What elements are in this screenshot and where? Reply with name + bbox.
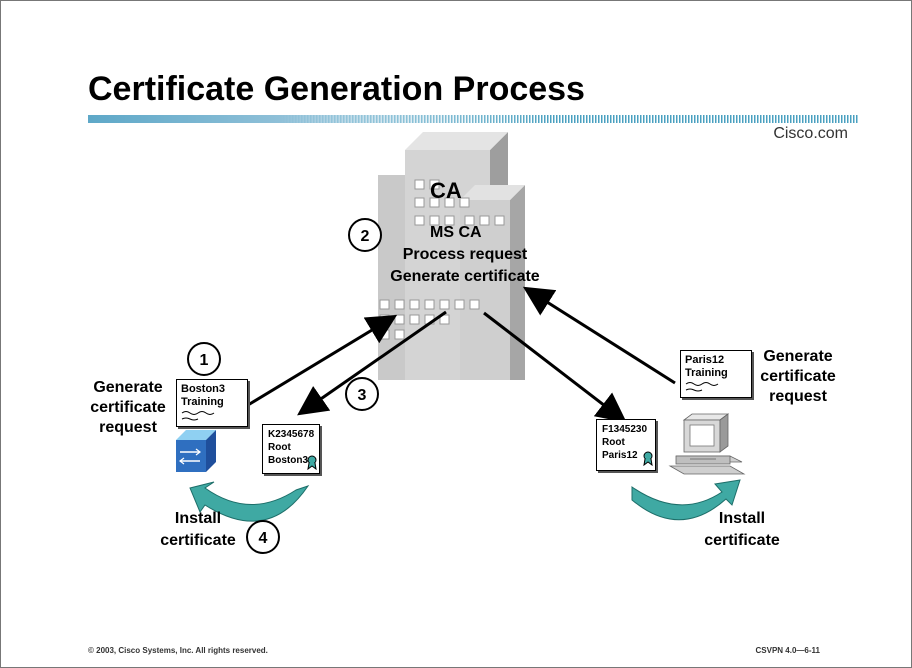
- pc-icon: [668, 413, 746, 475]
- right-request-card: Paris12 Training: [680, 350, 752, 398]
- left-generate-request-label: Generate certificate request: [90, 379, 166, 436]
- certificate-seal-icon: [643, 451, 653, 466]
- left-request-card: Boston3 Training: [176, 379, 248, 427]
- ca-action-generate: Generate certificate: [390, 268, 540, 285]
- right-install-label: Install certificate: [704, 510, 780, 549]
- brand-label: Cisco.com: [773, 125, 848, 142]
- ca-title: CA: [430, 178, 462, 203]
- building-icon: [378, 132, 525, 380]
- slide-title: Certificate Generation Process: [88, 70, 585, 108]
- step-3-badge: 3: [345, 377, 379, 411]
- router-icon: [176, 430, 216, 472]
- ca-name: MS CA: [430, 224, 482, 241]
- ca-action-process: Process request: [402, 246, 528, 263]
- scribble-lines: [685, 382, 719, 392]
- right-certificate-card: F1345230 Root Paris12: [596, 419, 656, 471]
- right-generate-request-label: Generate certificate request: [760, 348, 836, 405]
- footer-course-code: CSVPN 4.0—6-11: [755, 646, 820, 655]
- scribble-lines: [181, 411, 215, 421]
- footer-copyright: © 2003, Cisco Systems, Inc. All rights r…: [88, 646, 268, 655]
- step-4-badge: 4: [246, 520, 280, 554]
- curved-install-arrow-icon: [189, 479, 741, 522]
- certificate-seal-icon: [307, 455, 317, 470]
- step-1-badge: 1: [187, 342, 221, 376]
- left-install-label: Install certificate: [160, 510, 236, 549]
- header-rule: [88, 115, 858, 123]
- left-certificate-card: K2345678 Root Boston3: [262, 424, 320, 474]
- step-2-badge: 2: [348, 218, 382, 252]
